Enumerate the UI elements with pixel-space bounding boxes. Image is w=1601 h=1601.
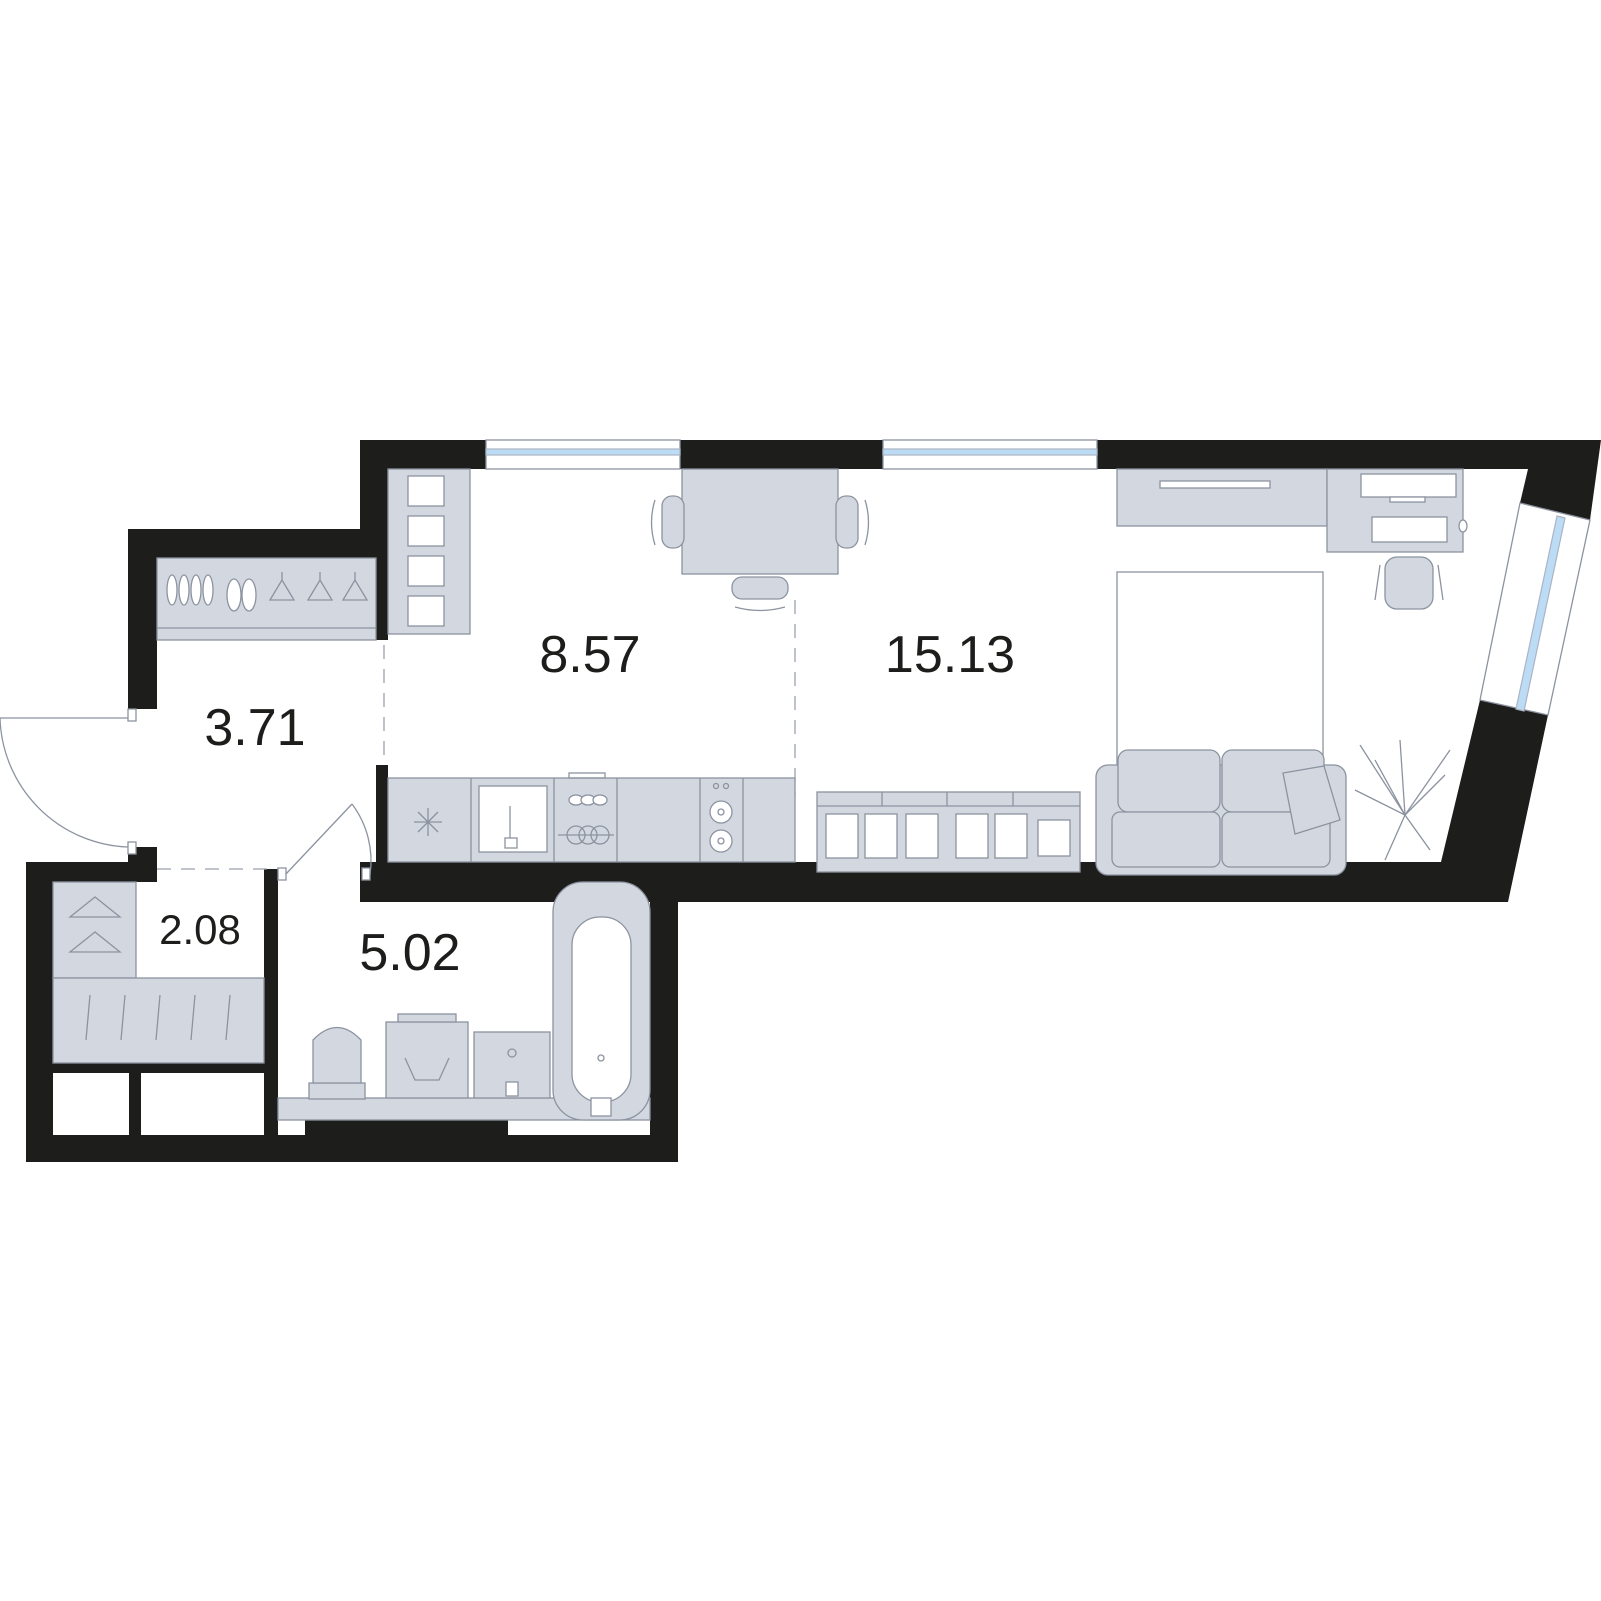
bathroom-fixtures <box>277 881 651 1121</box>
kitchen-counter <box>387 772 796 863</box>
area-label-kitchen: 8.57 <box>539 626 640 684</box>
wall-wardrobe-divider <box>129 1073 141 1135</box>
window-mid-glass <box>882 448 1098 456</box>
plant-icon <box>1354 739 1451 861</box>
bath-door-arc <box>351 803 372 876</box>
area-label-living: 15.13 <box>885 626 1015 684</box>
zone-lines <box>157 600 796 870</box>
living-storage <box>816 791 1081 873</box>
bathroom-door[interactable] <box>277 803 372 881</box>
dining-table <box>681 468 839 575</box>
keyboard-icon <box>1371 516 1448 543</box>
dining-set <box>650 468 870 612</box>
wardrobe-bottom <box>52 977 265 1064</box>
washing-machine <box>385 1013 469 1099</box>
hall-shoe-closet <box>156 557 377 641</box>
sink <box>478 785 548 853</box>
counter <box>387 777 796 863</box>
wall-top-right <box>1097 440 1601 520</box>
mouse <box>1458 519 1468 533</box>
basin-icon <box>473 1031 551 1099</box>
storage-unit <box>816 791 1081 873</box>
door-swing-arc <box>0 717 129 848</box>
bath-door-jamb-left <box>277 867 287 881</box>
wall-wardrobe-shelf <box>53 1063 264 1073</box>
desk <box>1326 468 1468 610</box>
chair-left <box>650 495 685 549</box>
area-label-bathroom: 5.02 <box>359 924 460 982</box>
wall-hall-left <box>128 529 157 709</box>
chair-bottom <box>731 576 789 612</box>
kitchen-tall-cabinet <box>387 468 471 635</box>
bath-door-jamb-right <box>361 867 371 881</box>
wall-bath-step <box>305 1120 508 1140</box>
wall-hall-top <box>128 529 388 558</box>
wall-wardrobe-top <box>26 862 157 882</box>
tv-stand <box>1116 468 1328 527</box>
hanger-icon <box>68 896 231 1041</box>
wardrobe-closet <box>52 881 265 1064</box>
wall-kitchen-lower-left <box>376 765 388 867</box>
wardrobe-side <box>52 881 137 979</box>
shoe-icon <box>166 574 257 612</box>
wall-bath-right <box>650 880 678 1162</box>
window-left-glass <box>485 448 681 456</box>
area-label-hall: 3.71 <box>204 699 305 757</box>
tv-cabinet <box>1116 468 1328 527</box>
desk-chair <box>1374 556 1444 610</box>
cushion <box>1282 765 1341 835</box>
wall-wardrobe-left <box>26 862 53 1162</box>
area-label-wardrobe: 2.08 <box>159 906 241 953</box>
chair-right <box>835 495 870 549</box>
area-labels: 3.71 8.57 15.13 2.08 5.02 <box>159 626 1015 982</box>
hob <box>709 782 733 853</box>
bathtub <box>552 881 651 1121</box>
wall-top-mid <box>680 440 883 469</box>
toilet <box>308 1026 366 1100</box>
window-right-frame <box>1479 502 1591 716</box>
windows <box>485 439 1591 716</box>
sofa <box>1095 749 1347 876</box>
window-right-glass <box>1515 515 1566 712</box>
snowflake-icon <box>414 808 442 836</box>
entrance-door[interactable] <box>0 708 137 855</box>
wall-right <box>1365 700 1548 902</box>
wall-wardrobe-right <box>264 869 278 1162</box>
dish-rack <box>558 772 614 845</box>
tv <box>1159 480 1271 489</box>
door-jamb-bottom <box>127 841 137 855</box>
door-jamb-top <box>127 708 137 722</box>
hanger-icon <box>268 572 369 601</box>
bath-door-leaf <box>284 803 353 876</box>
monitor-icon <box>1360 473 1457 503</box>
